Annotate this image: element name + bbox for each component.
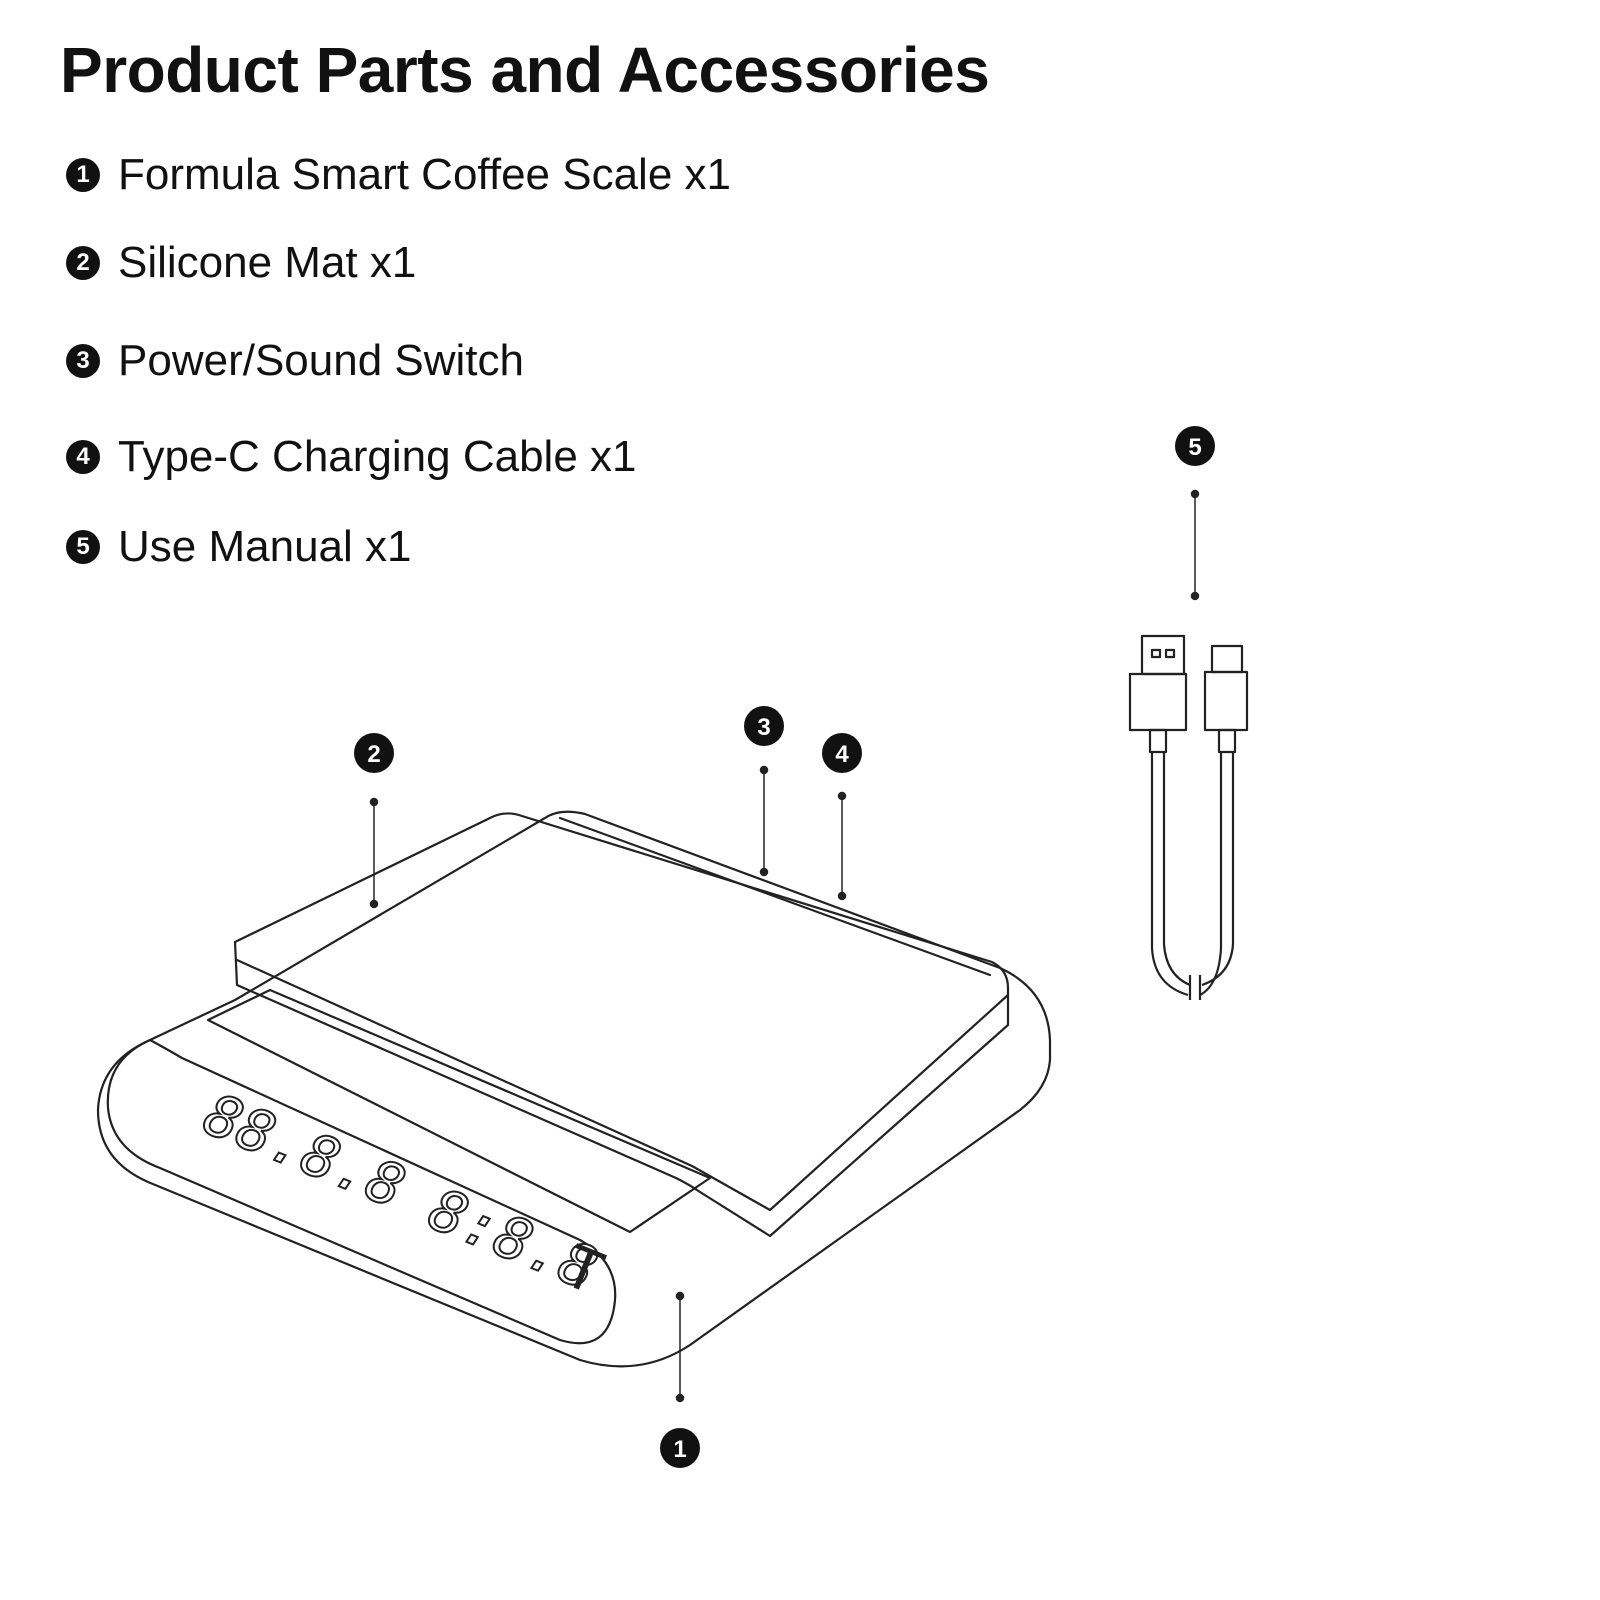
svg-text:3: 3 bbox=[757, 714, 770, 741]
callout-badge-2: 2 bbox=[354, 733, 394, 773]
part-number-badge: 1 bbox=[66, 158, 100, 192]
callout-leaders bbox=[369, 489, 1200, 1403]
part-label: Use Manual x1 bbox=[118, 522, 412, 571]
usb-a-tip bbox=[1140, 634, 1186, 676]
callout-badge-3: 3 bbox=[744, 706, 784, 746]
usb-c-housing bbox=[1203, 670, 1249, 732]
callout-badge-4: 4 bbox=[822, 733, 862, 773]
part-item-scale: 1 Formula Smart Coffee Scale x1 bbox=[66, 150, 731, 200]
svg-text:1: 1 bbox=[673, 1436, 686, 1463]
silicone-mat bbox=[233, 812, 1010, 1238]
part-item-silicone-mat: 2 Silicone Mat x1 bbox=[66, 238, 416, 288]
part-number-badge: 4 bbox=[66, 440, 100, 474]
part-label: Formula Smart Coffee Scale x1 bbox=[118, 150, 731, 199]
page-title: Product Parts and Accessories bbox=[60, 34, 990, 106]
callout-badge-1: 1 bbox=[660, 1428, 700, 1468]
part-label: Power/Sound Switch bbox=[118, 336, 524, 385]
part-number-badge: 2 bbox=[66, 246, 100, 280]
svg-text:5: 5 bbox=[1188, 434, 1201, 461]
part-number-badge: 5 bbox=[66, 530, 100, 564]
lcd-weight-readout: 88.8.8 bbox=[195, 1080, 415, 1222]
part-item-charging-cable: 4 Type-C Charging Cable x1 bbox=[66, 432, 636, 482]
part-item-power-switch: 3 Power/Sound Switch bbox=[66, 336, 524, 386]
part-item-user-manual: 5 Use Manual x1 bbox=[66, 522, 411, 572]
usb-a-housing bbox=[1128, 672, 1188, 732]
display-panel-outline bbox=[106, 1038, 617, 1345]
part-number-badge: 3 bbox=[66, 344, 100, 378]
scale-body bbox=[96, 810, 1052, 1368]
callout-badge-5: 5 bbox=[1175, 426, 1215, 466]
part-label: Type-C Charging Cable x1 bbox=[118, 432, 637, 481]
svg-text:4: 4 bbox=[835, 741, 849, 768]
svg-text:2: 2 bbox=[367, 741, 380, 768]
usb-cable-illustration bbox=[1128, 634, 1249, 1000]
usb-c-tip bbox=[1210, 644, 1244, 674]
part-label: Silicone Mat x1 bbox=[118, 238, 417, 287]
scale-top-recess bbox=[206, 988, 712, 1234]
